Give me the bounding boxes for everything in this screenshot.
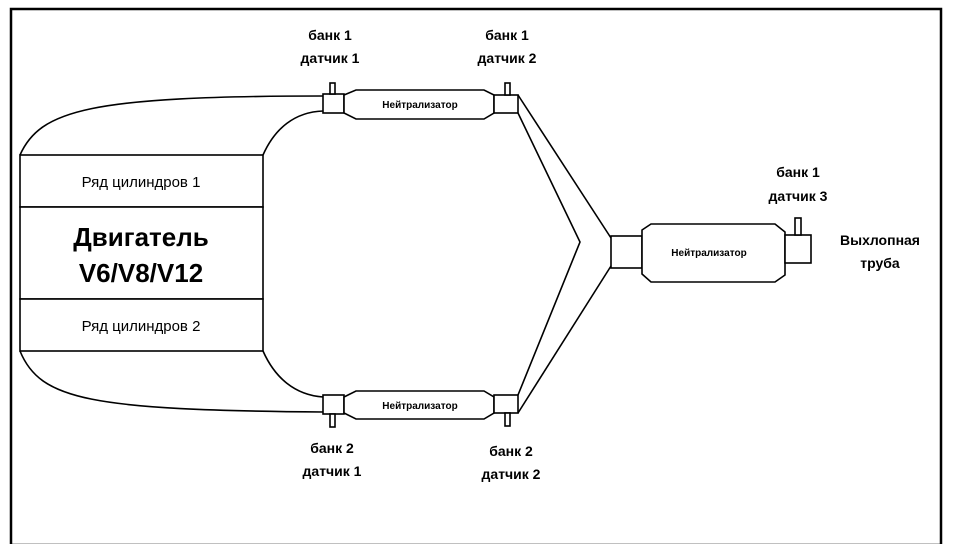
tailpipe (784, 234, 812, 264)
sensor-b1s1-label-line1: банк 1 (308, 27, 352, 43)
pipe-joint (610, 235, 643, 269)
exhaust-pipe-label-line1: Выхлопная (840, 232, 920, 248)
sensor-b2s2-label-line2: датчик 2 (482, 466, 541, 482)
manifold-pipe-bottom-outer (19, 350, 324, 413)
oxygen-sensor-b2s1 (329, 413, 336, 428)
pipe-joint (493, 394, 519, 414)
manifold-pipe-top-outer (19, 95, 324, 156)
oxygen-sensor-b1s2 (504, 82, 511, 96)
cylinder-row-1-label: Ряд цилиндров 1 (82, 174, 201, 191)
catalyst-rear-label: Нейтрализатор (671, 248, 746, 259)
catalyst-rear (641, 223, 786, 283)
oxygen-sensor-b2s2 (504, 412, 511, 427)
cylinder-row-2 (19, 298, 264, 352)
y-pipe-bottom-outer (517, 265, 612, 414)
sensor-b1s2-label-line2: датчик 2 (478, 50, 537, 66)
top-branch: Нейтрализатор (322, 82, 519, 120)
manifold-pipe-top-inner (262, 110, 324, 156)
y-pipe-inner (517, 112, 581, 396)
pipe-joint (322, 394, 345, 415)
bottom-branch: Нейтрализатор (322, 390, 519, 428)
exhaust-pipe-label-line2: труба (860, 255, 900, 271)
engine-body (19, 206, 264, 300)
catalyst-top-label: Нейтрализатор (382, 100, 457, 111)
sensor-b1s3-label-line1: банк 1 (776, 164, 820, 180)
pipe-joint (322, 93, 345, 114)
y-pipe-top-outer (517, 94, 612, 239)
engine-block: Ряд цилиндров 1 Двигатель V6/V8/V12 Ряд … (19, 154, 264, 352)
border (9, 7, 943, 544)
pipe-joint (493, 94, 519, 114)
sensor-b2s1-label-line1: банк 2 (310, 440, 354, 456)
catalyst-bottom-label: Нейтрализатор (382, 401, 457, 412)
sensor-b2s1-label-line2: датчик 1 (303, 463, 362, 479)
oxygen-sensor-b1s3 (794, 217, 802, 236)
engine-title-line2: V6/V8/V12 (79, 258, 203, 288)
sensor-b1s1-label-line2: датчик 1 (301, 50, 360, 66)
sensor-b2s2-label-line1: банк 2 (489, 443, 533, 459)
rear-catalyst-assembly: Нейтрализатор (610, 217, 812, 283)
sensor-b1s3-label-line2: датчик 3 (769, 188, 828, 204)
sensor-b1s2-label-line1: банк 1 (485, 27, 529, 43)
cylinder-row-2-label: Ряд цилиндров 2 (82, 318, 201, 335)
oxygen-sensor-b1s1 (329, 82, 336, 95)
engine-title-line1: Двигатель (73, 222, 208, 252)
manifold-pipe-bottom-inner (262, 350, 324, 398)
